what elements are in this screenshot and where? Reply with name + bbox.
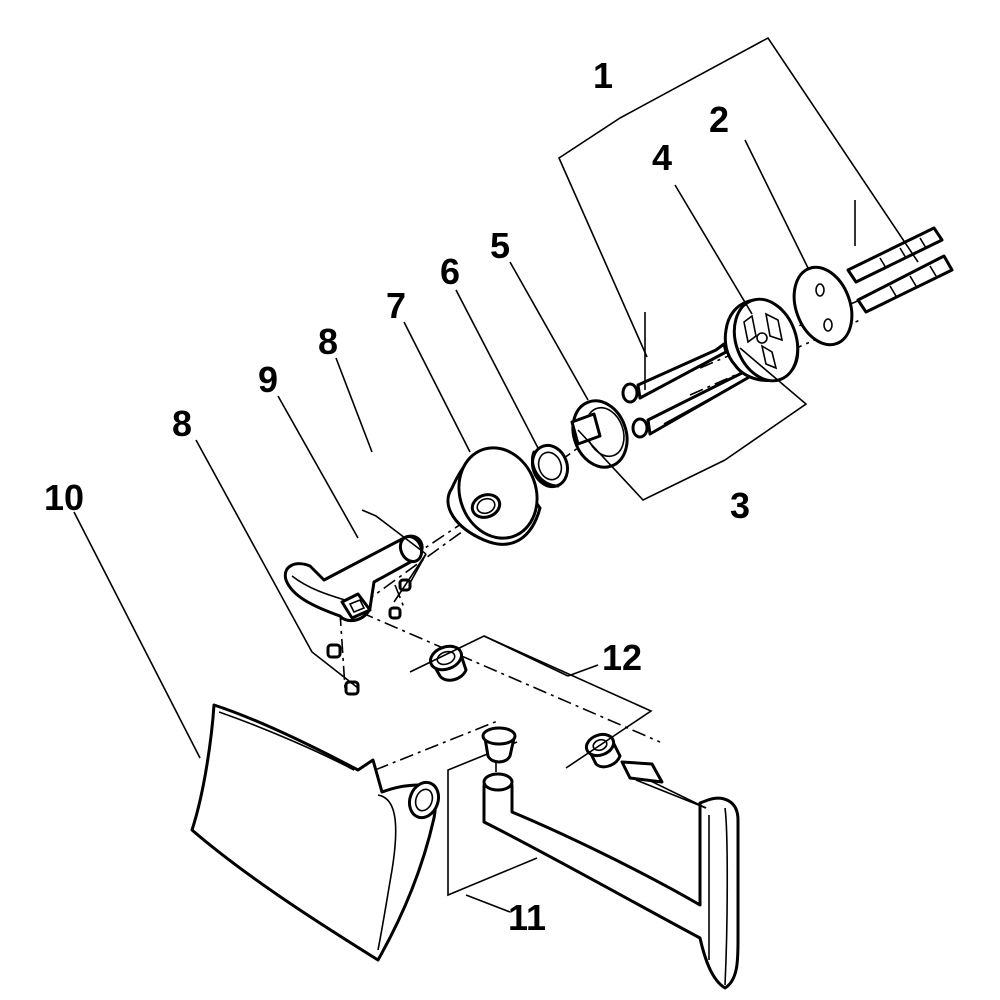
callout-1: 1 [593, 55, 613, 96]
callout-10: 10 [44, 477, 84, 518]
part-6-retaining-ring [530, 443, 570, 489]
callout-11: 11 [508, 897, 546, 938]
callout-3: 3 [730, 485, 750, 526]
callout-5: 5 [490, 225, 510, 266]
callout-7: 7 [386, 285, 406, 326]
callout-labels: 1 2 3 4 5 6 7 8 8 9 10 11 12 [44, 55, 750, 938]
callout-8-upper: 8 [318, 321, 338, 362]
part-9-holder-arm [283, 534, 424, 623]
callout-6: 6 [440, 251, 460, 292]
part-2-back-plate [792, 265, 854, 347]
part-4-mounting-plate [723, 297, 800, 383]
part-5-mounting-flange [570, 399, 629, 469]
callout-12: 12 [602, 637, 642, 678]
callout-8-left: 8 [172, 403, 192, 444]
part-12-bushings [409, 635, 707, 809]
callout-leader-lines [73, 36, 919, 759]
callout-9: 9 [258, 359, 278, 400]
part-10-cover-flap [190, 703, 441, 962]
part-1-wall-anchors [846, 226, 954, 314]
part-7-rosette [446, 446, 542, 546]
callout-4: 4 [652, 137, 672, 178]
callout-2: 2 [709, 99, 729, 140]
part-11-holder-bar [447, 741, 740, 990]
